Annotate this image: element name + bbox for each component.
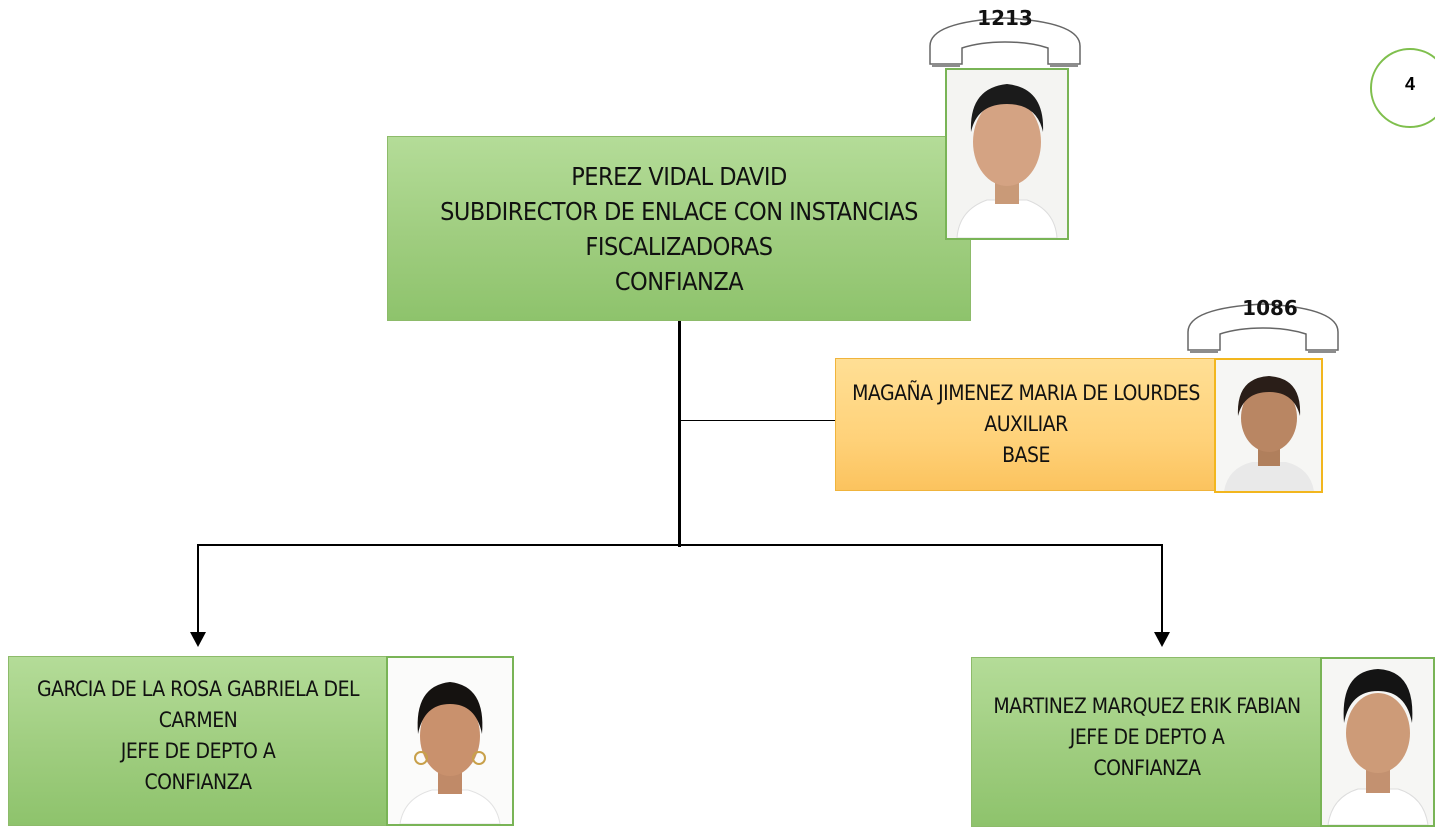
subordinate-right-type: CONFIANZA	[1093, 755, 1201, 780]
arrow-down-right-icon	[1154, 632, 1170, 647]
subordinate-right-name: MARTINEZ MARQUEZ ERIK FABIAN	[993, 693, 1301, 718]
director-title-line1: SUBDIRECTOR DE ENLACE CON INSTANCIAS	[440, 196, 918, 226]
subordinate-left-photo	[386, 656, 514, 826]
subordinate-right-box: MARTINEZ MARQUEZ ERIK FABIAN JEFE DE DEP…	[971, 657, 1323, 827]
phone-icon-assistant	[1187, 303, 1339, 353]
connector-main-vertical	[678, 320, 681, 547]
connector-horizontal	[197, 544, 1163, 546]
page-number-badge	[1370, 48, 1435, 128]
page-number: 4	[1405, 74, 1416, 94]
person-silhouette-icon	[1216, 360, 1321, 491]
assistant-extension: 1086	[1242, 296, 1298, 320]
person-silhouette-icon	[947, 70, 1067, 239]
assistant-box: MAGAÑA JIMENEZ MARIA DE LOURDES AUXILIAR…	[835, 358, 1217, 491]
subordinate-left-name-line1: GARCIA DE LA ROSA GABRIELA DEL	[36, 677, 360, 701]
connector-left-vertical	[197, 544, 199, 636]
subordinate-right-title: JEFE DE DEPTO A	[1069, 724, 1225, 749]
subordinate-right-photo	[1320, 657, 1435, 827]
subordinate-left-name-line2: CARMEN	[158, 708, 238, 732]
connector-assistant-branch	[680, 420, 836, 421]
director-type: CONFIANZA	[614, 266, 744, 296]
subordinate-left-title: JEFE DE DEPTO A	[120, 739, 276, 763]
subordinate-left-box: GARCIA DE LA ROSA GABRIELA DEL CARMEN JE…	[8, 656, 388, 826]
person-silhouette-icon	[388, 658, 512, 825]
connector-right-vertical	[1161, 544, 1163, 636]
director-extension: 1213	[977, 6, 1033, 30]
assistant-title: AUXILIAR	[984, 412, 1068, 436]
director-photo	[945, 68, 1069, 240]
assistant-photo	[1214, 358, 1323, 493]
director-title-line2: FISCALIZADORAS	[585, 231, 773, 261]
director-box: PEREZ VIDAL DAVID SUBDIRECTOR DE ENLACE …	[387, 136, 971, 321]
phone-icon-director	[929, 17, 1081, 67]
subordinate-left-type: CONFIANZA	[144, 770, 252, 794]
director-name: PEREZ VIDAL DAVID	[571, 161, 787, 191]
assistant-name: MAGAÑA JIMENEZ MARIA DE LOURDES	[852, 381, 1200, 405]
arrow-down-left-icon	[190, 632, 206, 647]
person-silhouette-icon	[1322, 659, 1433, 826]
assistant-type: BASE	[1002, 443, 1050, 467]
